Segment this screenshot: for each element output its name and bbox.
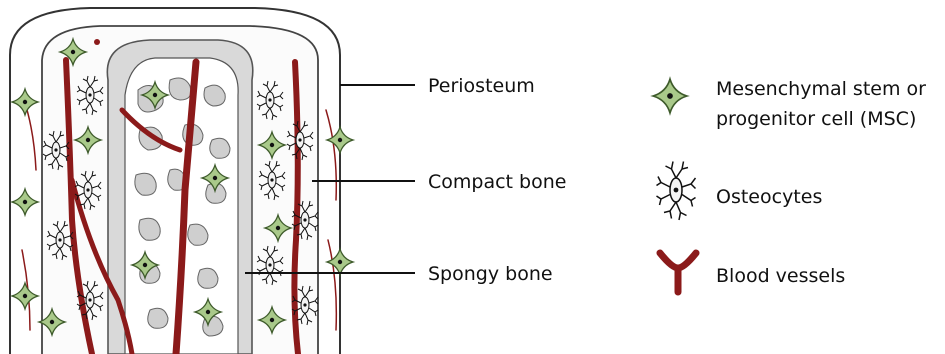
periosteum-label: Periosteum [428,75,535,97]
spongy-bone-label: Spongy bone [428,263,553,285]
legend: Mesenchymal stem or progenitor cell (MSC… [653,78,926,292]
osteocyte-icon [657,162,696,221]
legend-msc-line2: progenitor cell (MSC) [716,108,916,130]
compact-bone-label: Compact bone [428,171,566,193]
legend-osteocytes: Osteocytes [716,186,822,208]
legend-msc-line1: Mesenchymal stem or [716,78,926,100]
blood-vessel-icon [660,253,696,292]
msc-star-icon [653,79,687,113]
legend-blood-vessels: Blood vessels [716,265,845,287]
